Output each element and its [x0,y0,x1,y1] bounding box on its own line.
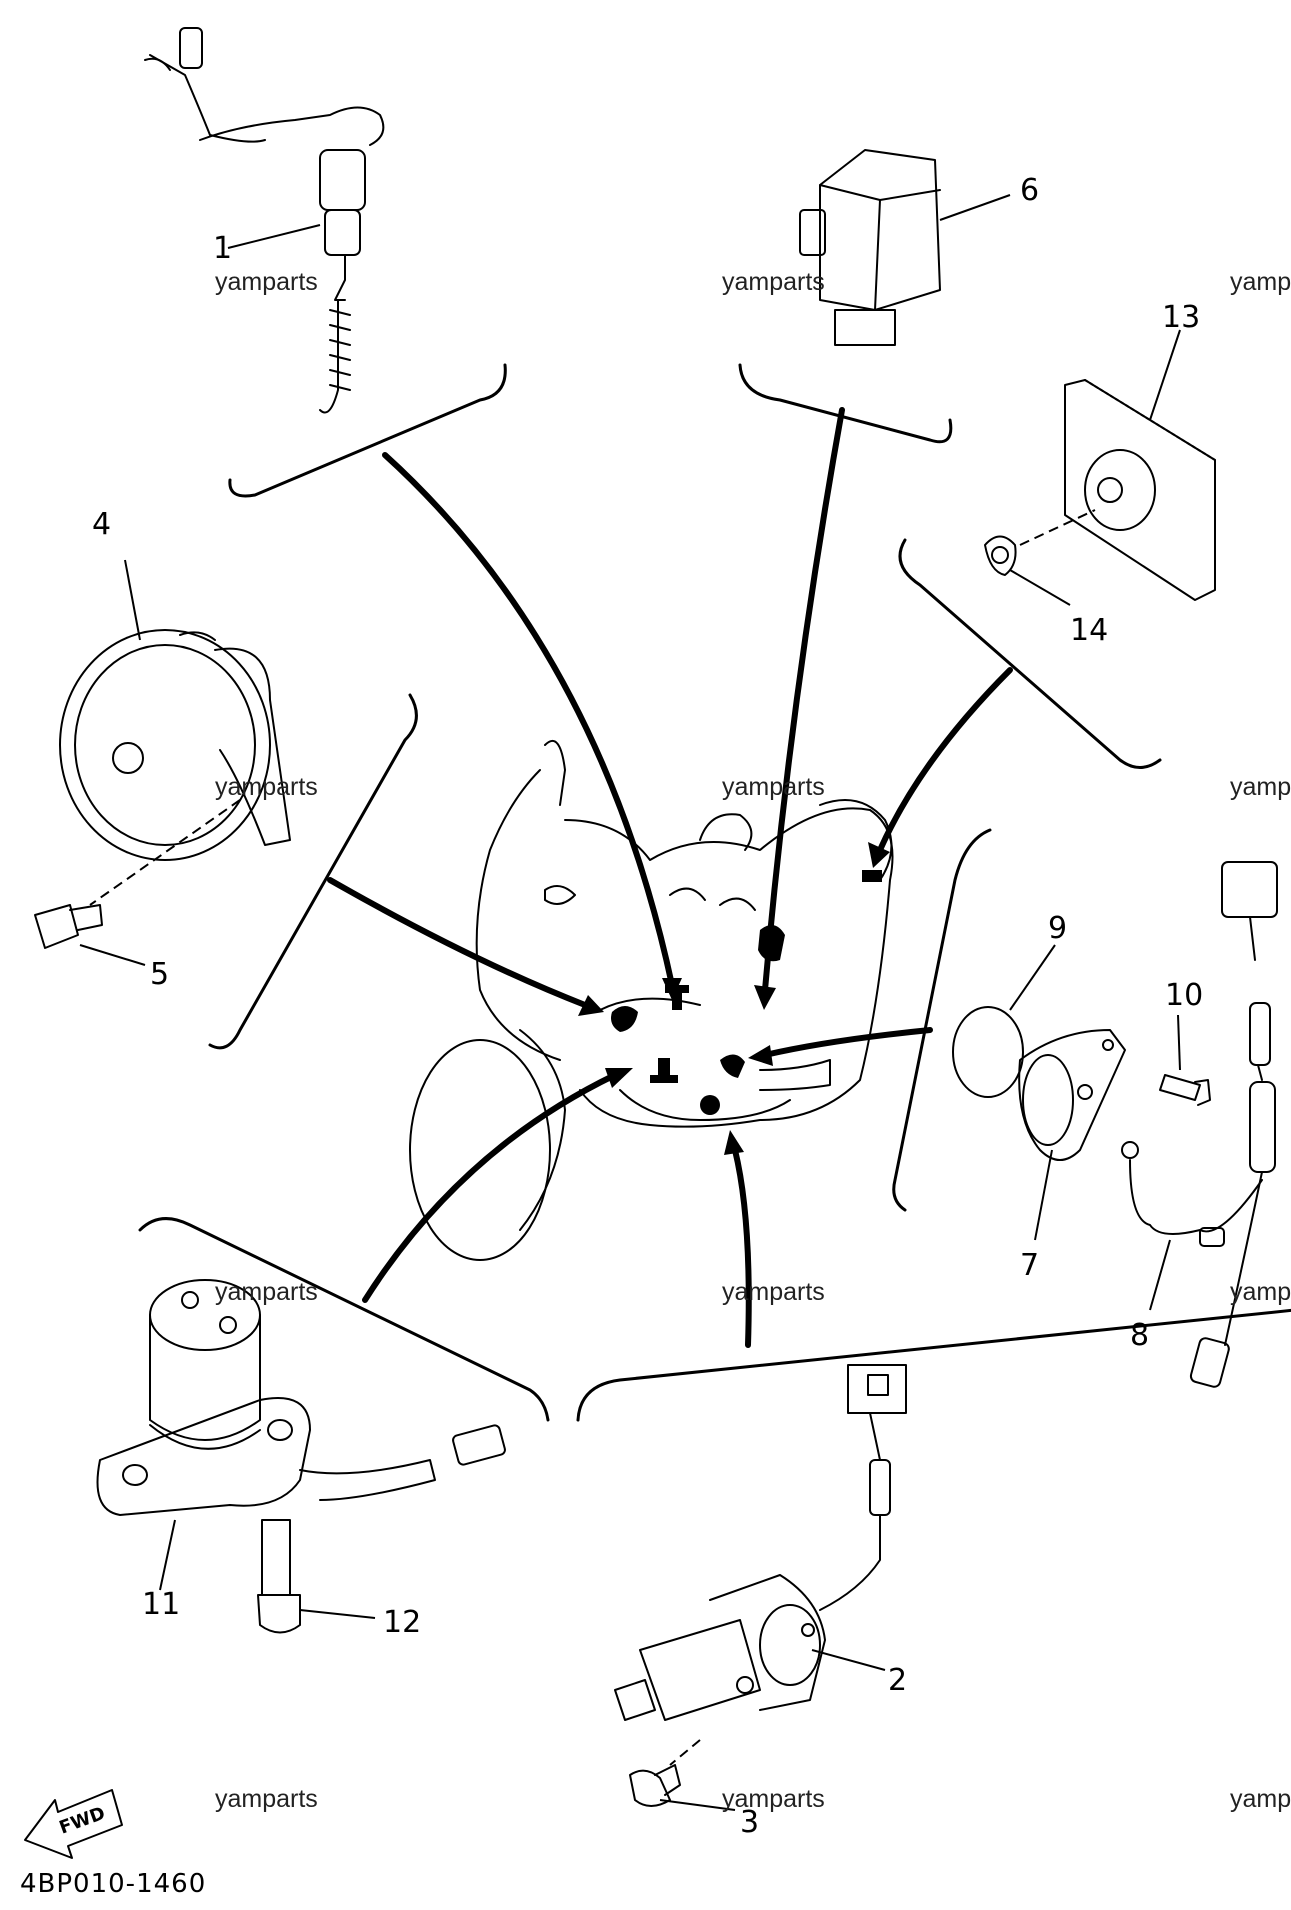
leader-6 [939,194,1011,221]
watermark: yamparts [1230,1278,1291,1306]
watermark: yamparts [1230,1785,1291,1813]
part-3-screw [629,1739,736,1811]
part-12-bolt [257,1519,376,1634]
diagram-code: 4BP010-1460 [20,1869,206,1899]
watermark: yamparts [1230,268,1291,296]
part-13-module [984,329,1216,606]
arrow-head [868,842,890,868]
part-number-1: 1 [213,231,232,266]
part-9-oring [952,944,1056,1098]
part-number-12: 12 [383,1605,421,1640]
part-number-14: 14 [1070,613,1108,648]
leader-2 [811,1649,886,1671]
part-number-13: 13 [1162,300,1200,335]
part-10-screw [1159,1014,1211,1106]
leader-3 [659,1799,736,1811]
bracket-top-center [738,363,953,444]
part-number-9: 9 [1048,911,1067,946]
watermark: yamparts [722,268,825,296]
motorcycle-outline [409,739,894,1261]
part-2-actuator [614,1364,907,1721]
leader-7 [1034,1149,1053,1241]
watermark: yamparts [215,1785,318,1813]
leader-12 [299,1609,376,1619]
leader-10 [1177,1014,1181,1071]
leader-9 [1009,944,1056,1011]
pointer-lines [327,407,1013,1348]
bracket-right [892,828,992,1212]
part-number-7: 7 [1020,1248,1039,1283]
arrow-head [578,995,604,1016]
leader-4 [124,559,141,641]
watermark: yamparts [1230,773,1291,801]
arrow-head [605,1068,633,1088]
leader-11 [159,1519,176,1591]
leader-1 [227,224,321,249]
mounting-points [611,870,882,1115]
part-6-relay [799,149,1011,346]
bracket-bottom-right [576,1308,1291,1422]
part-labels: 1 6 13 14 4 5 9 10 7 8 11 12 2 3 [92,173,1203,1840]
part-7-sensor [1018,1029,1126,1241]
arrow-head [724,1130,744,1155]
part-number-8: 8 [1130,1318,1149,1353]
bracket-bottom-left [138,1217,550,1422]
part-number-11: 11 [142,1587,180,1622]
part-11-solenoid [96,1279,506,1591]
leader-14 [1009,569,1071,606]
part-number-10: 10 [1165,978,1203,1013]
watermark: yamparts [722,773,825,801]
watermarks: yamparts yamparts yamparts yamparts yamp… [215,268,1291,1813]
part-number-5: 5 [150,957,169,992]
watermark: yamparts [215,268,318,296]
part-5-bolt [34,904,146,966]
part-number-6: 6 [1020,173,1039,208]
part-8-harness [1121,861,1278,1388]
callout-brackets [138,363,1291,1422]
watermark: yamparts [722,1785,825,1813]
arrow-head [754,985,776,1010]
part-number-4: 4 [92,507,111,542]
leader-8 [1149,1239,1171,1311]
fwd-arrow-icon: FWD [24,1789,123,1859]
part-number-3: 3 [740,1805,759,1840]
part-4-horn [59,559,291,906]
watermark: yamparts [215,1278,318,1306]
part-number-2: 2 [888,1663,907,1698]
leader-5 [79,944,146,966]
bracket-left [208,693,418,1050]
bracket-top-left [228,363,507,498]
watermark: yamparts [722,1278,825,1306]
part-1-switch [144,27,385,414]
watermark: yamparts [215,773,318,801]
bracket-top-right [898,538,1162,769]
leader-13 [1149,329,1181,421]
arrow-head [748,1045,773,1066]
